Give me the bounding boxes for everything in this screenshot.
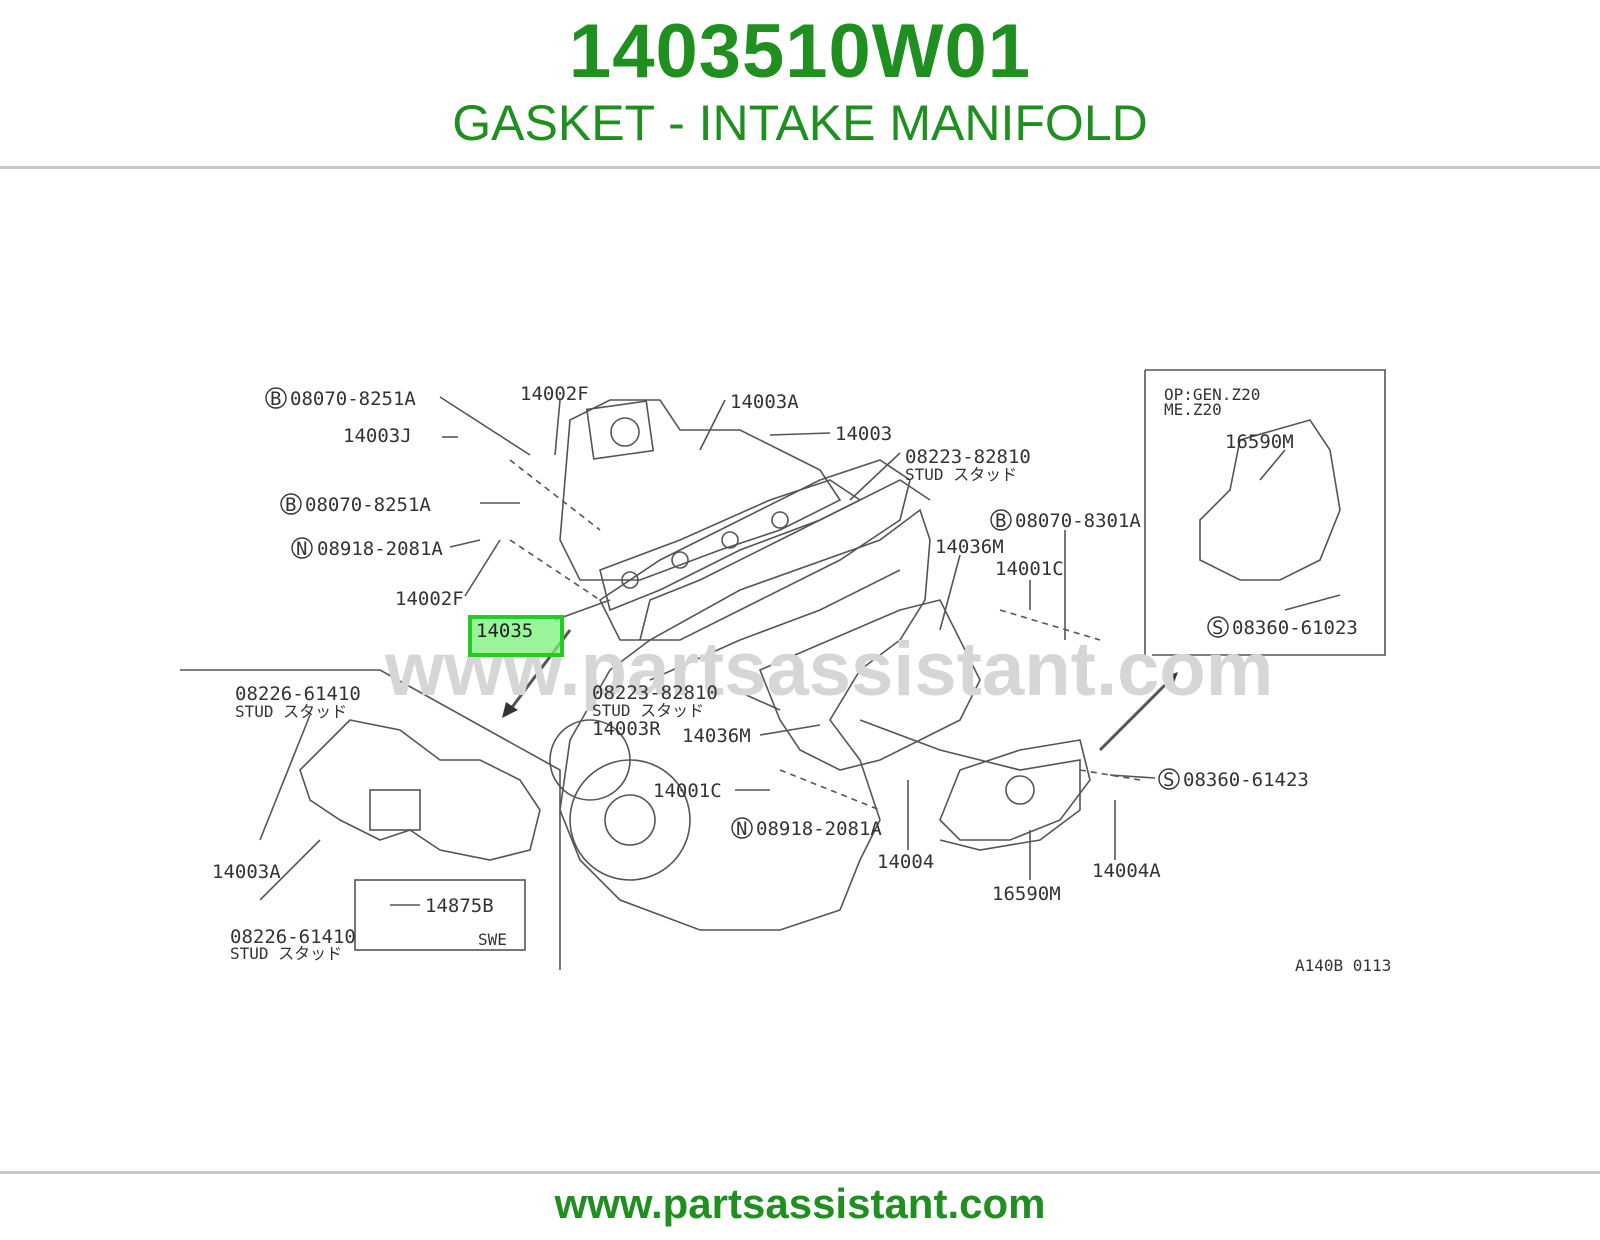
highlighted-part-box <box>468 615 564 657</box>
label-14001C-top: 14001C <box>995 558 1064 580</box>
label-stud-1-text: STUD スタッド <box>905 465 1017 484</box>
inset-heat-shield <box>1199 419 1341 581</box>
label-14004A: 14004A <box>1092 860 1161 882</box>
label-14002F-top: 14002F <box>520 383 589 405</box>
label-screw-right: 08360-61423 <box>1183 769 1309 791</box>
label-stud-4-text: STUD スタッド <box>230 944 342 963</box>
label-14001C-low: 14001C <box>653 780 722 802</box>
label-swe: SWE <box>478 930 507 949</box>
label-screw-inset: 08360-61023 <box>1232 617 1358 639</box>
footer-divider <box>0 1171 1600 1174</box>
cylinder-head <box>598 459 911 641</box>
inset-frame <box>1145 369 1386 656</box>
highlighted-part-label: 14035 <box>476 620 534 642</box>
header-divider <box>0 166 1600 169</box>
label-nut-low: 08918-2081A <box>756 818 882 840</box>
label-stud-2-text: STUD スタッド <box>592 701 704 720</box>
screw-mark-2: S <box>1163 769 1174 791</box>
bolt-mark-1: B <box>270 388 281 410</box>
diagram-code: A140B 0113 <box>1295 956 1391 975</box>
label-bolt-mid: 08070-8251A <box>305 494 431 516</box>
label-inset-16590M: 16590M <box>1225 431 1294 453</box>
label-bolt-top: 08070-8251A <box>290 388 416 410</box>
page-header: 1403510W01 GASKET - INTAKE MANIFOLD <box>0 0 1600 168</box>
label-14036M-top: 14036M <box>935 536 1004 558</box>
exploded-parts-diagram: www.partsassistant.com B B N B S S N 080… <box>180 340 1420 1010</box>
intake-manifold <box>559 399 842 581</box>
inset-option-line-2: ME.Z20 <box>1164 400 1222 419</box>
bolt-mark-2: B <box>285 494 296 516</box>
label-14002F-mid: 14002F <box>395 588 464 610</box>
part-description: GASKET - INTAKE MANIFOLD <box>452 95 1148 151</box>
nut-mark-1: N <box>296 538 307 560</box>
label-stud-3-number: 08226-61410 <box>235 683 361 705</box>
label-stud-3-text: STUD スタッド <box>235 702 347 721</box>
exhaust-manifold <box>758 599 981 771</box>
label-bolt-right: 08070-8301A <box>1015 510 1141 532</box>
screw-mark-1: S <box>1212 617 1223 639</box>
label-16590M: 16590M <box>992 883 1061 905</box>
diagram-drawing: www.partsassistant.com B B N B S S N 080… <box>180 369 1391 975</box>
engine-block <box>559 508 931 931</box>
label-14003: 14003 <box>835 423 892 445</box>
label-14036M-low: 14036M <box>682 725 751 747</box>
gasket-outline <box>599 479 862 612</box>
label-14004: 14004 <box>877 851 934 873</box>
nut-mark-2: N <box>736 818 747 840</box>
label-stud-4-number: 08226-61410 <box>230 926 356 948</box>
label-stud-1-number: 08223-82810 <box>905 446 1031 468</box>
footer-site-link[interactable]: www.partsassistant.com <box>554 1180 1046 1227</box>
label-stud-2-number: 08223-82810 <box>592 682 718 704</box>
label-nut-top: 08918-2081A <box>317 538 443 560</box>
label-14003A-top: 14003A <box>730 391 799 413</box>
label-14003R: 14003R <box>592 718 661 740</box>
bolt-mark-3: B <box>995 510 1006 532</box>
left-manifold <box>299 719 541 861</box>
label-14003A-left: 14003A <box>212 861 281 883</box>
arrow-right <box>1098 678 1172 752</box>
left-inset-frame <box>180 669 561 970</box>
inset-option-line-1: OP:GEN.Z20 <box>1164 385 1260 404</box>
label-14875B: 14875B <box>425 895 494 917</box>
label-14003J: 14003J <box>343 425 412 447</box>
part-number-title: 1403510W01 <box>568 9 1032 94</box>
swe-box <box>354 879 526 951</box>
